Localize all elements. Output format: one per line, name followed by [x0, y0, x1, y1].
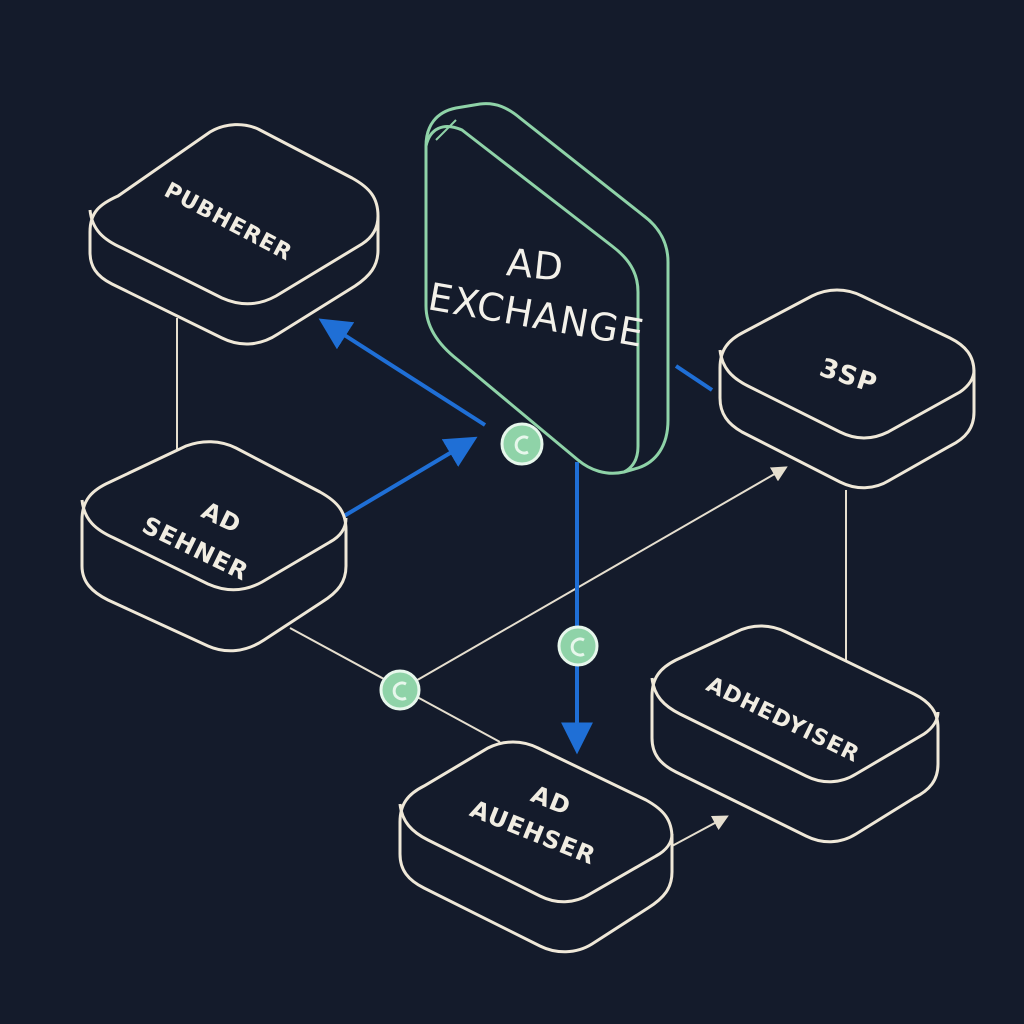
green-dot-icon	[379, 669, 421, 711]
arrow-adserver-to-exchange	[342, 436, 478, 518]
node-ad-exchange-label-line1: AD	[505, 240, 567, 290]
node-ad-server[interactable]: AD SEHNER	[80, 440, 348, 653]
node-advertiser[interactable]: ADHEDYISER	[650, 624, 940, 844]
connector-adnetwork-advertiser	[671, 815, 729, 847]
arrow-exchange-to-publisher	[318, 318, 487, 427]
green-dot-icon	[557, 625, 599, 667]
green-dot-icon	[500, 422, 544, 466]
node-dsp[interactable]: 3SP	[718, 288, 976, 490]
node-publisher[interactable]: PUBHERER	[88, 123, 380, 346]
arrow-exchange-to-dsp	[674, 364, 714, 392]
node-ad-exchange[interactable]: AD EXCHANGE	[424, 102, 670, 475]
node-ad-network[interactable]: AD AUEHSER	[398, 740, 674, 954]
connector-dot-to-dsp	[399, 466, 788, 691]
